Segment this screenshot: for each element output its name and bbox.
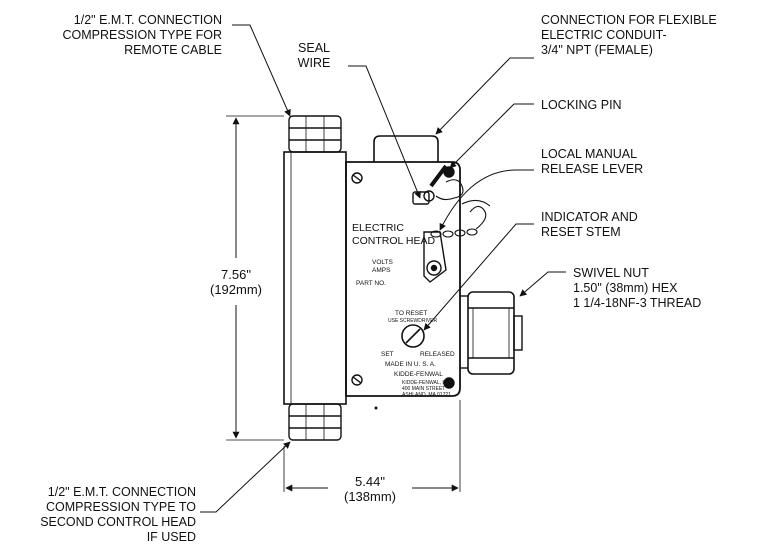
leader-release-lever (439, 169, 534, 231)
leader-locking-pin (449, 103, 534, 169)
housing-mark (374, 406, 378, 410)
swivel-nut-callout: SWIVEL NUT 1.50" (38mm) HEX 1 1/4-18NF-3… (573, 266, 702, 310)
leader-swivel-nut (519, 271, 566, 297)
height-dimension: 7.56" (192mm) (209, 267, 262, 297)
screw-top-left (351, 172, 363, 184)
leader-second-head (200, 441, 291, 513)
tube-body (283, 151, 347, 405)
screw-bottom-left (351, 374, 363, 386)
width-dimension-line (283, 400, 461, 492)
plate-volts-amps: VOLTS AMPS (372, 259, 393, 274)
leader-indicator (423, 223, 534, 331)
stud-bottom-right (443, 377, 455, 389)
seal-chain (430, 199, 491, 238)
plate-address: KIDDE-FENWAL, INC. 400 MAIN STREET ASHLA… (402, 380, 453, 398)
indicator-callout: INDICATOR AND RESET STEM (541, 210, 638, 239)
locking-pin-callout: LOCKING PIN (541, 98, 622, 112)
second-head-callout: 1/2" E.M.T. CONNECTION COMPRESSION TYPE … (40, 485, 196, 544)
width-dimension: 5.44" (138mm) (343, 474, 396, 504)
flexible-conduit-callout: CONNECTION FOR FLEXIBLE ELECTRIC CONDUIT… (541, 13, 717, 57)
reset-stem-knob (401, 324, 425, 348)
conduit-boss (373, 135, 439, 162)
plate-made-in: MADE IN U. S. A. (385, 361, 436, 368)
manual-release-callout: LOCAL MANUAL RELEASE LEVER (541, 147, 644, 176)
plate-set: SET (381, 351, 394, 358)
leader-seal-wire (348, 65, 421, 199)
plate-part-no: PART NO. (356, 280, 386, 287)
bottom-compression-fitting (288, 403, 342, 441)
top-compression-fitting (288, 115, 342, 153)
seal-wire-callout: SEAL WIRE (297, 41, 331, 70)
plate-to-reset: TO RESET (395, 310, 428, 317)
leader-remote-cable (232, 24, 291, 117)
swivel-nut (460, 291, 523, 375)
height-dimension-line (226, 115, 284, 441)
leader-conduit (435, 57, 534, 135)
plate-manufacturer: KIDDE-FENWAL (394, 371, 443, 378)
locking-pin-assembly (412, 164, 464, 205)
plate-released: RELEASED (420, 351, 455, 358)
plate-use-screwdriver: USE SCREWDRIVER (388, 318, 438, 324)
plate-title: ELECTRIC CONTROL HEAD (352, 222, 436, 247)
release-lever (423, 231, 447, 283)
remote-cable-callout: 1/2" E.M.T. CONNECTION COMPRESSION TYPE … (62, 13, 222, 57)
